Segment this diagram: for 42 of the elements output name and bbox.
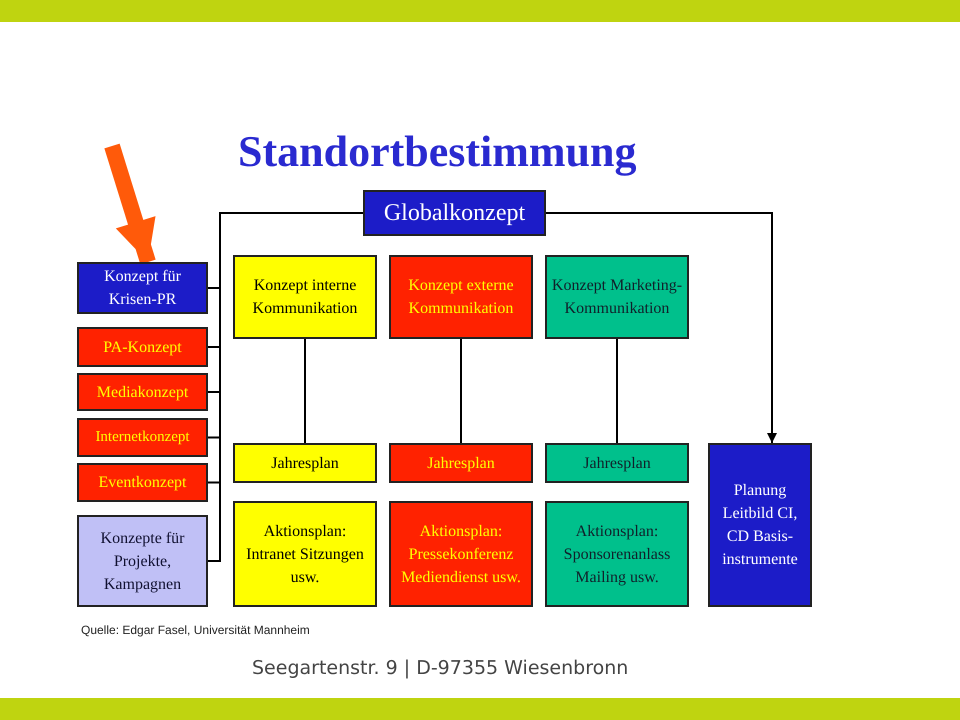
box-text: Eventkonzept (98, 473, 186, 493)
concept-box (389, 255, 533, 339)
box-text: Konzept interne Kommunikation (252, 276, 358, 319)
arrow (546, 212, 777, 443)
concept-box (77, 373, 208, 411)
box-text: Konzept für Krisen-PR (103, 267, 182, 310)
concept-box (77, 463, 208, 502)
connector-line (616, 339, 618, 443)
concept-box (77, 262, 208, 314)
box-text: Aktionsplan: Intranet Sitzungen usw. (245, 522, 365, 588)
box-text: Aktionsplan: Sponsorenanlass Mailing usw. (562, 522, 672, 588)
box-text: PA-Konzept (103, 338, 182, 358)
box-text: Konzept externe Kommunikation (407, 276, 515, 319)
box-text: Globalkonzept (384, 202, 526, 224)
title: Standortbestimmung (238, 126, 636, 178)
box-text: Planung Leitbild CI, CD Basis- instrumente (721, 481, 799, 570)
box-text: Konzept Marketing-Kommunikation (551, 276, 683, 319)
concept-box (233, 255, 377, 339)
concept-box (389, 443, 533, 483)
concept-box (389, 501, 533, 607)
concept-box (545, 501, 689, 607)
concept-box (77, 515, 208, 607)
box-text: Aktionsplan: Pressekonferenz Mediendienst usw. (400, 522, 522, 588)
box-text: Jahresplan (271, 454, 339, 474)
box-text: Mediakonzept (96, 382, 188, 402)
connector-line (460, 339, 462, 443)
box-text: Konzepte für Projekte, Kampagnen (100, 528, 186, 594)
concept-box (545, 255, 689, 339)
box-text: Internetkonzept (95, 428, 190, 447)
concept-box (233, 501, 377, 607)
concept-box (708, 443, 812, 607)
concept-box (233, 443, 377, 483)
concept-box (545, 443, 689, 483)
connector-line (304, 339, 306, 443)
box-text: Jahresplan (427, 454, 495, 474)
address-text: Seegartenstr. 9 | D-97355 Wiesenbronn (252, 656, 628, 680)
box-text: Jahresplan (583, 454, 651, 474)
concept-box (363, 190, 546, 236)
pointer-arrow (104, 144, 156, 264)
concept-box (77, 327, 208, 367)
concept-box (77, 418, 208, 457)
source-note: Quelle: Edgar Fasel, Universität Mannheim (81, 622, 311, 638)
